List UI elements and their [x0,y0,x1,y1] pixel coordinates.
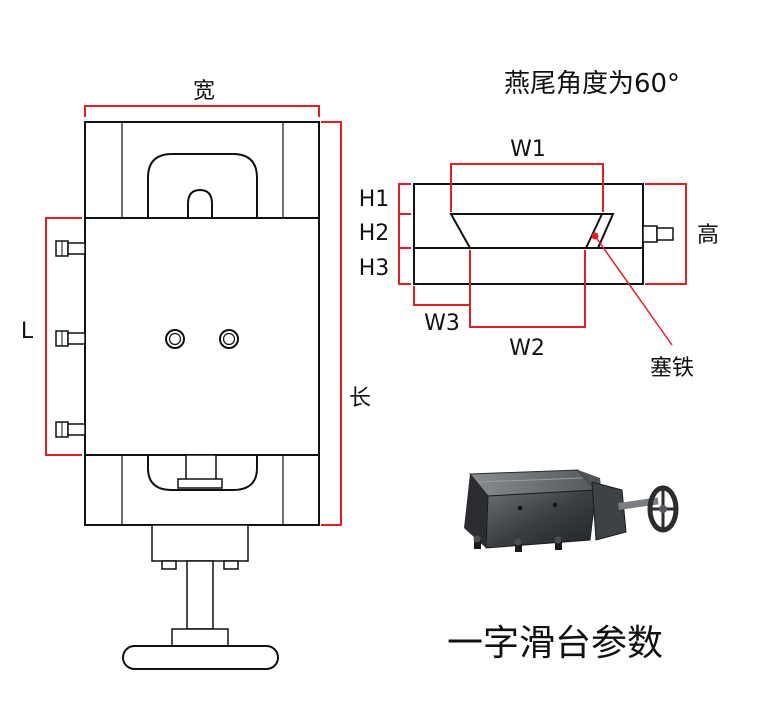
w2-label: W2 [509,336,545,361]
gib-marker [591,232,599,240]
gib-leader-line [594,235,673,346]
cross-section [413,183,674,285]
h3-label: H3 [359,256,390,281]
width-dimension-bracket [84,105,320,117]
l-label: L [21,319,34,344]
lead-screw-shaft [186,560,214,630]
section-dimensions [398,163,687,346]
diagram-caption: 一字滑台参数 [447,623,663,664]
w1-label: W1 [510,137,546,162]
lead-screw-nut [185,454,217,482]
h2-label: H2 [359,221,390,246]
dovetail-groove [449,213,615,249]
height-bracket [645,183,687,285]
top-keyhole-slot [187,188,213,218]
bottom-u-slot [147,455,258,491]
gib-strip [585,213,603,249]
length-dimension-bracket [321,121,342,526]
w2-bracket [469,250,586,328]
height-label: 高 [697,223,719,248]
bearing-block [151,524,249,562]
w3-bracket [413,286,470,306]
dovetail-angle-note: 燕尾角度为60° [504,69,680,99]
top-view [55,121,320,670]
screw-holes [165,329,239,349]
w1-bracket [450,163,604,212]
w3-label: W3 [424,311,460,336]
top-u-slot [147,153,258,218]
gib-adjust-screws [55,240,86,438]
h1-label: H1 [359,187,390,212]
length-label: 长 [349,386,371,411]
cross-slide-photo-icon [464,469,679,552]
width-label: 宽 [193,79,215,104]
section-adjust-screw [642,225,674,243]
h-brackets [398,183,411,285]
l-dimension-bracket [45,217,82,456]
top-view-dimensions [45,105,342,526]
gib-label: 塞铁 [650,356,694,381]
handwheel-side [122,645,279,670]
